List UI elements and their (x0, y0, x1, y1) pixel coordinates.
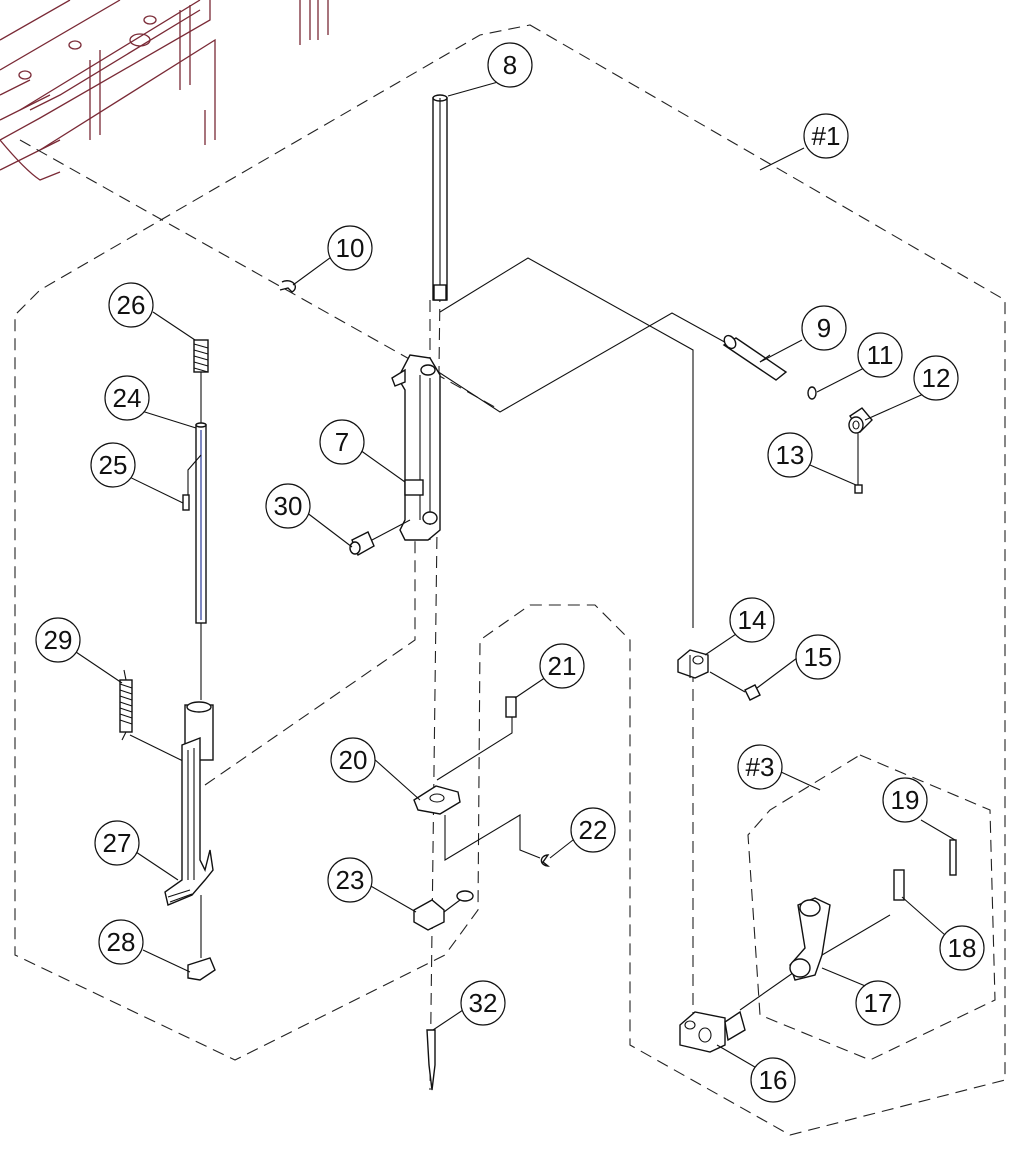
svg-text:8: 8 (503, 50, 517, 80)
svg-text:10: 10 (336, 233, 365, 263)
part-26-spring (193, 339, 209, 425)
svg-text:29: 29 (44, 625, 73, 655)
connector-20-22 (444, 814, 541, 861)
callout-32: 32 (460, 980, 506, 1026)
callout-30: 30 (265, 483, 311, 529)
callout-26: 26 (108, 282, 154, 328)
callout-17: 17 (855, 980, 901, 1026)
svg-text:11: 11 (867, 340, 894, 370)
svg-text:13: 13 (776, 440, 805, 470)
connector-20-21 (436, 715, 513, 781)
connector-7-9 (419, 312, 731, 413)
part-32-needle (426, 1029, 436, 1091)
part-21-pin (505, 696, 517, 718)
callout-9: 9 (801, 305, 847, 351)
part-8-shaft (432, 94, 448, 301)
callout-29: 29 (35, 617, 81, 663)
callout-19: 19 (882, 777, 928, 823)
callout-13: 13 (767, 432, 813, 478)
svg-text:18: 18 (948, 933, 977, 963)
part-25-pin (182, 494, 190, 511)
callout-7: 7 (319, 419, 365, 465)
svg-text:23: 23 (336, 865, 365, 895)
callout-27: 27 (94, 820, 140, 866)
svg-text:#3: #3 (746, 752, 775, 782)
svg-text:32: 32 (469, 988, 498, 1018)
connector-29-27 (129, 734, 186, 763)
callout-18: 18 (939, 925, 985, 971)
callout-12: 12 (913, 355, 959, 401)
callout-28: 28 (98, 919, 144, 965)
svg-text:#1: #1 (812, 121, 841, 151)
callout-21: 21 (539, 643, 585, 689)
part-28-presser-foot (187, 895, 216, 981)
svg-text:28: 28 (107, 927, 136, 957)
part-30-bushing (349, 519, 411, 557)
part-13-screw (854, 484, 863, 494)
machine-frame-background (0, 0, 329, 181)
part-14-clamp (677, 649, 709, 679)
svg-text:20: 20 (339, 745, 368, 775)
svg-text:26: 26 (117, 290, 146, 320)
group-3-boundary (747, 754, 996, 1061)
svg-text:16: 16 (759, 1065, 788, 1095)
svg-text:14: 14 (738, 605, 767, 635)
part-23-needle-clamp (413, 890, 474, 931)
svg-text:21: 21 (548, 651, 577, 681)
svg-text:27: 27 (103, 828, 132, 858)
callout-15: 15 (795, 634, 841, 680)
callout-16: 16 (750, 1057, 796, 1103)
callout-8: 8 (487, 42, 533, 88)
callout-10: 10 (327, 225, 373, 271)
svg-text:30: 30 (274, 491, 303, 521)
part-29-spring (119, 669, 133, 741)
part-15-screw (709, 671, 761, 701)
callout-20: 20 (330, 737, 376, 783)
connector-7-14 (439, 257, 694, 628)
part-9-pin (722, 334, 788, 381)
part-10-e-ring (279, 280, 297, 293)
callout-23: 23 (327, 857, 373, 903)
part-12-roller (848, 407, 873, 434)
svg-text:22: 22 (579, 815, 608, 845)
part-18-key (893, 869, 905, 901)
callout-1: #1 (803, 113, 849, 159)
callout-balloons: 8 #1 10 26 9 11 12 24 7 13 25 30 29 14 2… (35, 42, 985, 1103)
callout-14: 14 (729, 597, 775, 643)
group-1-boundary (14, 24, 1006, 1136)
part-27-presser-bracket (164, 701, 214, 906)
callout-24: 24 (104, 375, 150, 421)
part-11-washer (807, 386, 817, 400)
callout-11: 11 (857, 332, 903, 378)
part-17-crank (789, 897, 831, 981)
part-20-plate (413, 785, 461, 815)
svg-text:25: 25 (99, 450, 128, 480)
part-19-pin (949, 839, 957, 876)
callout-22: 22 (570, 807, 616, 853)
svg-text:15: 15 (804, 642, 833, 672)
svg-text:12: 12 (922, 363, 951, 393)
svg-text:7: 7 (335, 427, 349, 457)
svg-text:9: 9 (817, 313, 831, 343)
callout-3: #3 (737, 744, 783, 790)
svg-text:19: 19 (891, 785, 920, 815)
svg-text:17: 17 (864, 988, 893, 1018)
part-24-rod (187, 422, 207, 700)
axis-27-7 (204, 540, 416, 786)
part-7-bracket (391, 354, 441, 541)
callout-25: 25 (90, 442, 136, 488)
part-22-e-ring (540, 854, 550, 867)
part-16-block (679, 1010, 746, 1053)
svg-text:24: 24 (113, 383, 142, 413)
